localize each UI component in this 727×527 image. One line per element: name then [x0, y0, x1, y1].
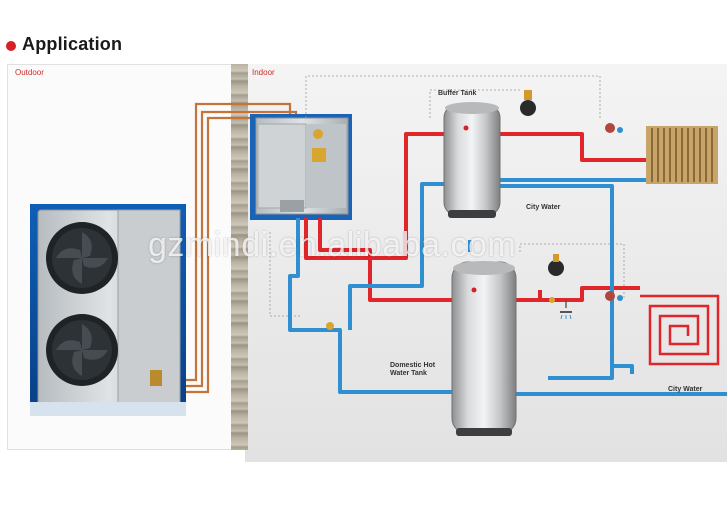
shower-icon	[560, 300, 572, 320]
fan-icon	[46, 222, 118, 294]
page-title: Application	[22, 34, 123, 54]
floor-heating-icon	[640, 294, 720, 366]
header-bullet-icon	[6, 41, 16, 51]
pump-icon	[520, 90, 536, 116]
buffer-tank-label: Buffer Tank	[438, 90, 477, 97]
buffer-tank	[443, 102, 501, 218]
pump-icon	[548, 254, 564, 276]
city-water-label-top: City Water	[526, 204, 561, 211]
brick-wall	[231, 64, 248, 450]
fan-icon	[46, 314, 118, 386]
indoor-hydro-unit	[250, 114, 352, 220]
valve-icon	[326, 123, 623, 330]
outdoor-label: Outdoor	[15, 68, 44, 77]
indoor-label: Indoor	[252, 68, 275, 77]
city-water-label-bottom: City Water	[668, 386, 703, 393]
domestic-hot-water-tank-label: Domestic Hot Water Tank	[390, 362, 436, 377]
watermark: gzmindi.en.alibaba.com	[148, 226, 517, 264]
domestic-hot-water-tank	[451, 261, 517, 436]
radiator-icon	[646, 126, 718, 184]
outdoor-heat-pump	[30, 204, 186, 416]
cold-water-pipes	[288, 178, 727, 396]
